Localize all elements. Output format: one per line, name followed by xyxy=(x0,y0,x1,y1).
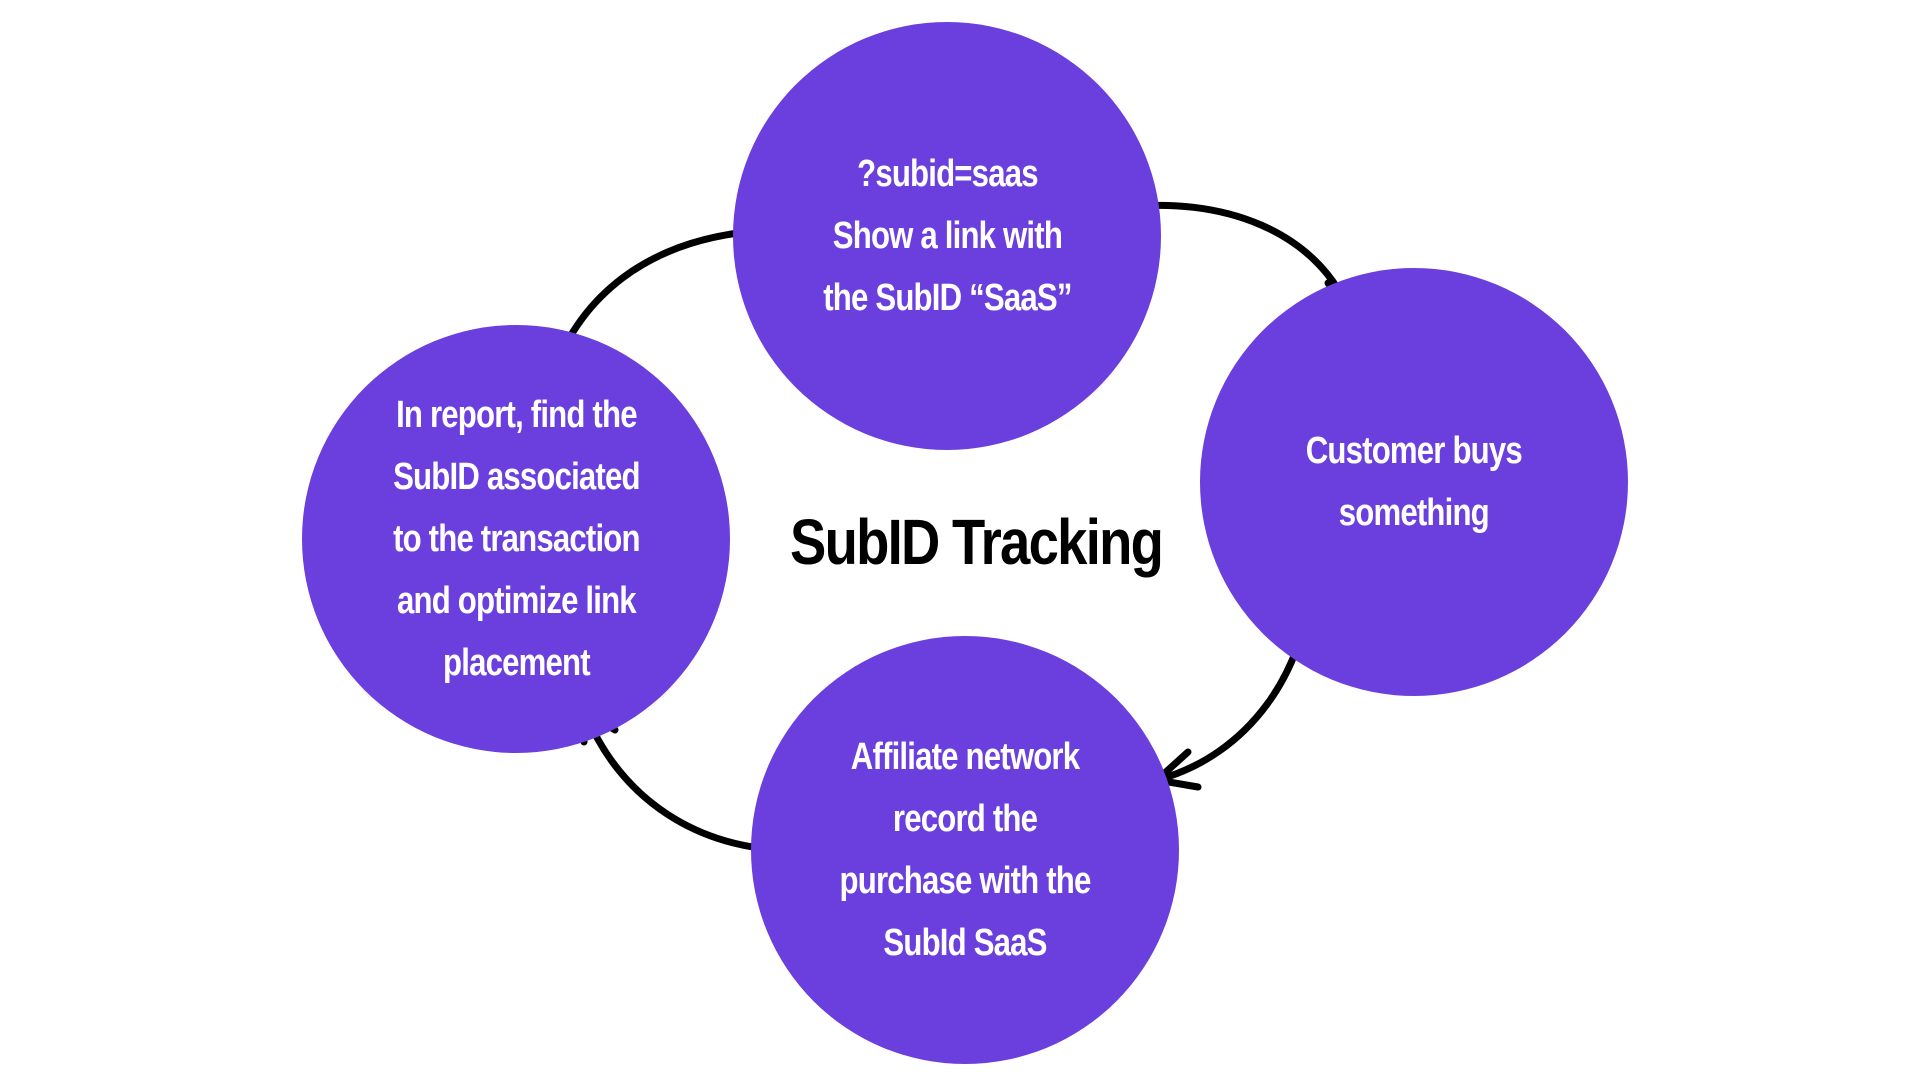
step-node-customer-buys: Customer buys something xyxy=(1200,268,1628,696)
step-line: the SubID “SaaS” xyxy=(822,277,1072,319)
step-node-optimize: In report, find the SubID associated to … xyxy=(302,325,730,753)
step-line: placement xyxy=(442,642,591,684)
step-line: Show a link with xyxy=(832,215,1062,257)
step-line: ?subid=saas xyxy=(856,153,1038,195)
step-line: purchase with the xyxy=(839,860,1092,902)
step-line: to the transaction xyxy=(392,518,640,560)
step-text-optimize: In report, find the SubID associated to … xyxy=(393,384,640,694)
step-text-network-records: Affiliate network record the purchase wi… xyxy=(839,726,1092,974)
step-node-network-records: Affiliate network record the purchase wi… xyxy=(751,636,1179,1064)
step-line: SubId SaaS xyxy=(883,922,1047,964)
step-text-show-link: ?subid=saas Show a link with the SubID “… xyxy=(822,143,1072,329)
step-node-show-link: ?subid=saas Show a link with the SubID “… xyxy=(733,22,1161,450)
step-line: Customer buys xyxy=(1305,430,1523,472)
step-text-customer-buys: Customer buys something xyxy=(1305,420,1523,544)
step-line: Affiliate network xyxy=(850,736,1080,778)
step-line: SubID associated xyxy=(392,456,640,498)
step-line: and optimize link xyxy=(396,580,637,622)
step-line: something xyxy=(1338,492,1490,534)
step-line: record the xyxy=(892,798,1038,840)
step-line: In report, find the xyxy=(395,394,637,436)
diagram-title: SubID Tracking xyxy=(790,506,1164,578)
